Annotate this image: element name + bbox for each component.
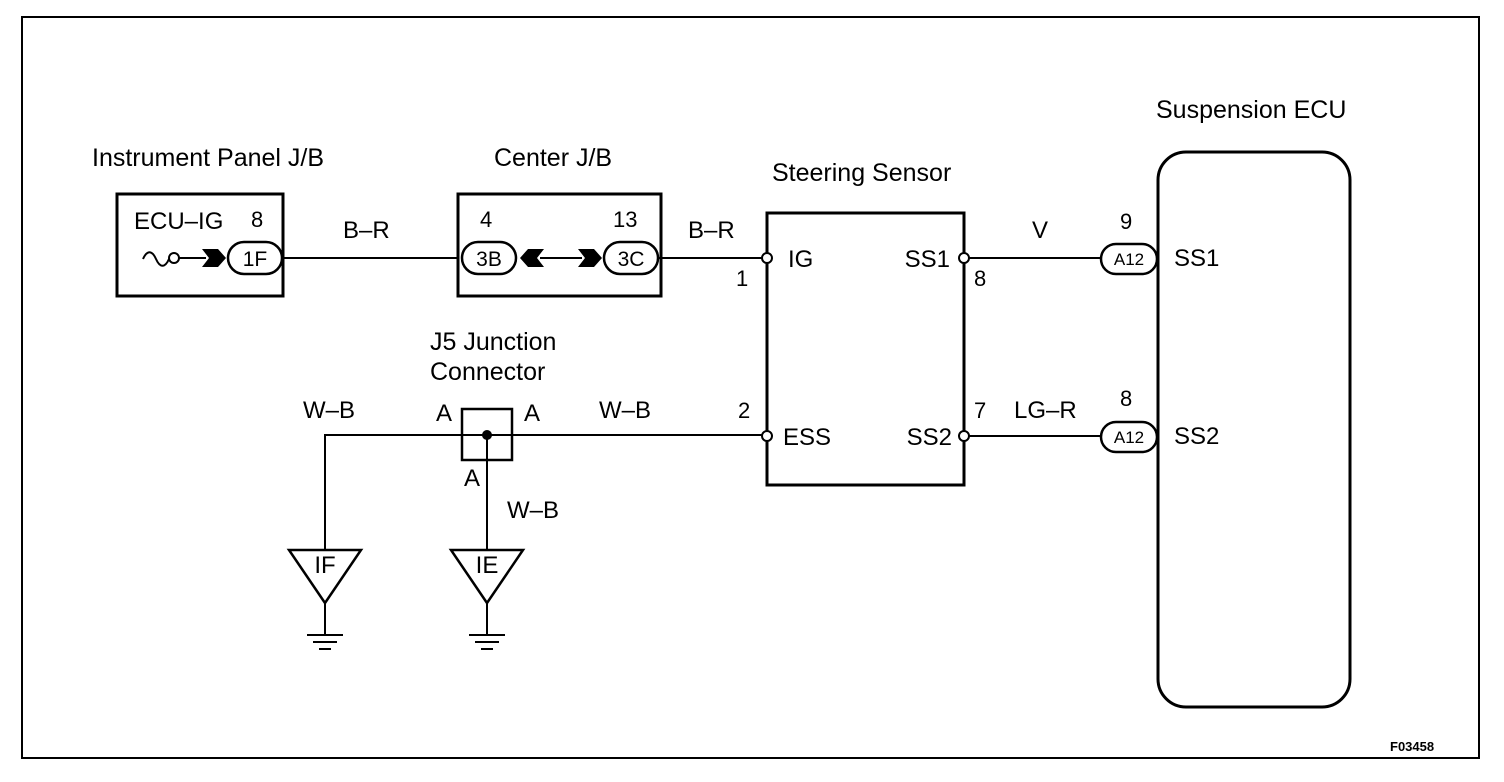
fuse-terminal bbox=[168, 252, 180, 264]
terminal-ss2 bbox=[958, 430, 970, 442]
ground-ie-label: IE bbox=[476, 552, 499, 579]
pin-ss2-number: 7 bbox=[974, 398, 986, 423]
j5-pin-right: A bbox=[524, 400, 540, 427]
connector-a12-ss2-label: A12 bbox=[1114, 428, 1144, 447]
connector-arrow-icon bbox=[202, 249, 226, 267]
ecu-pin-ss2-number: 8 bbox=[1120, 386, 1132, 411]
wire-color-lg-r: LG–R bbox=[1014, 397, 1077, 424]
connector-a12-ss2 bbox=[1099, 420, 1159, 454]
center-jb-pin-left: 4 bbox=[480, 207, 492, 232]
terminal-ess-label: ESS bbox=[783, 424, 831, 451]
steering-sensor: Steering Sensor IG ESS SS1 SS2 1 2 8 7 bbox=[736, 159, 986, 487]
ground-point-icon bbox=[448, 548, 526, 606]
junction-dot bbox=[482, 430, 492, 440]
suspension-ecu: Suspension ECU 9 8 A12 A12 SS1 SS2 bbox=[1099, 96, 1352, 709]
ground-if-label: IF bbox=[314, 552, 335, 579]
connector-1f-label: 1F bbox=[243, 248, 268, 271]
terminal-ess bbox=[761, 430, 773, 442]
ecu-terminal-ss2-label: SS2 bbox=[1174, 423, 1219, 450]
center-jb: Center J/B 4 13 3B 3C bbox=[456, 144, 663, 298]
connector-arrow-icon bbox=[578, 249, 602, 267]
ecu-pin-ss1-number: 9 bbox=[1120, 209, 1132, 234]
wire-color-b-r-1: B–R bbox=[343, 217, 390, 244]
instrument-panel-jb-title: Instrument Panel J/B bbox=[92, 144, 324, 172]
fuse-icon bbox=[142, 251, 170, 267]
terminal-ss1 bbox=[958, 252, 970, 264]
terminal-ss2-label: SS2 bbox=[907, 424, 952, 451]
ground-if: IF bbox=[286, 548, 364, 650]
pin-ess-number: 2 bbox=[738, 398, 750, 423]
fuse-label: ECU–IG bbox=[134, 208, 223, 235]
j5-junction-connector: J5 Junction Connector A A A bbox=[430, 328, 556, 492]
ip-jb-pin-number: 8 bbox=[251, 207, 263, 232]
connector-a12-ss1 bbox=[1099, 242, 1159, 276]
ground-ie: IE bbox=[448, 548, 526, 650]
pin-ig-number: 1 bbox=[736, 266, 748, 291]
j5-title-line2: Connector bbox=[430, 358, 545, 386]
terminal-ss1-label: SS1 bbox=[905, 246, 950, 273]
suspension-ecu-title: Suspension ECU bbox=[1156, 96, 1346, 124]
ecu-terminal-ss1-label: SS1 bbox=[1174, 245, 1219, 272]
ground-point-icon bbox=[286, 548, 364, 606]
wire-color-w-b-ess: W–B bbox=[599, 397, 651, 424]
connector-a12-ss1-label: A12 bbox=[1114, 250, 1144, 269]
ground-icon bbox=[307, 634, 343, 650]
pin-ss1-number: 8 bbox=[974, 266, 986, 291]
terminal-ig bbox=[761, 252, 773, 264]
center-jb-title: Center J/B bbox=[494, 144, 612, 172]
j5-pin-bottom: A bbox=[464, 465, 480, 492]
j5-title-line1: J5 Junction bbox=[430, 328, 556, 356]
wire-color-w-b-ie: W–B bbox=[507, 497, 559, 524]
connector-arrow-icon bbox=[520, 249, 544, 267]
wire-color-b-r-2: B–R bbox=[688, 217, 735, 244]
diagram-frame bbox=[21, 16, 1480, 759]
connector-3c-label: 3C bbox=[618, 248, 645, 271]
terminal-ig-label: IG bbox=[788, 246, 813, 273]
connector-3b-label: 3B bbox=[476, 248, 502, 271]
connector-3b bbox=[460, 240, 518, 276]
center-jb-pin-right: 13 bbox=[613, 207, 637, 232]
connector-1f bbox=[226, 240, 284, 276]
wire-color-w-b-if: W–B bbox=[303, 397, 355, 424]
instrument-panel-jb: Instrument Panel J/B ECU–IG 8 1F bbox=[92, 144, 324, 298]
ground-icon bbox=[469, 634, 505, 650]
figure-id: F03458 bbox=[1390, 739, 1434, 754]
j5-pin-left: A bbox=[436, 400, 452, 427]
wire-color-v: V bbox=[1032, 217, 1048, 244]
steering-sensor-title: Steering Sensor bbox=[772, 159, 951, 187]
